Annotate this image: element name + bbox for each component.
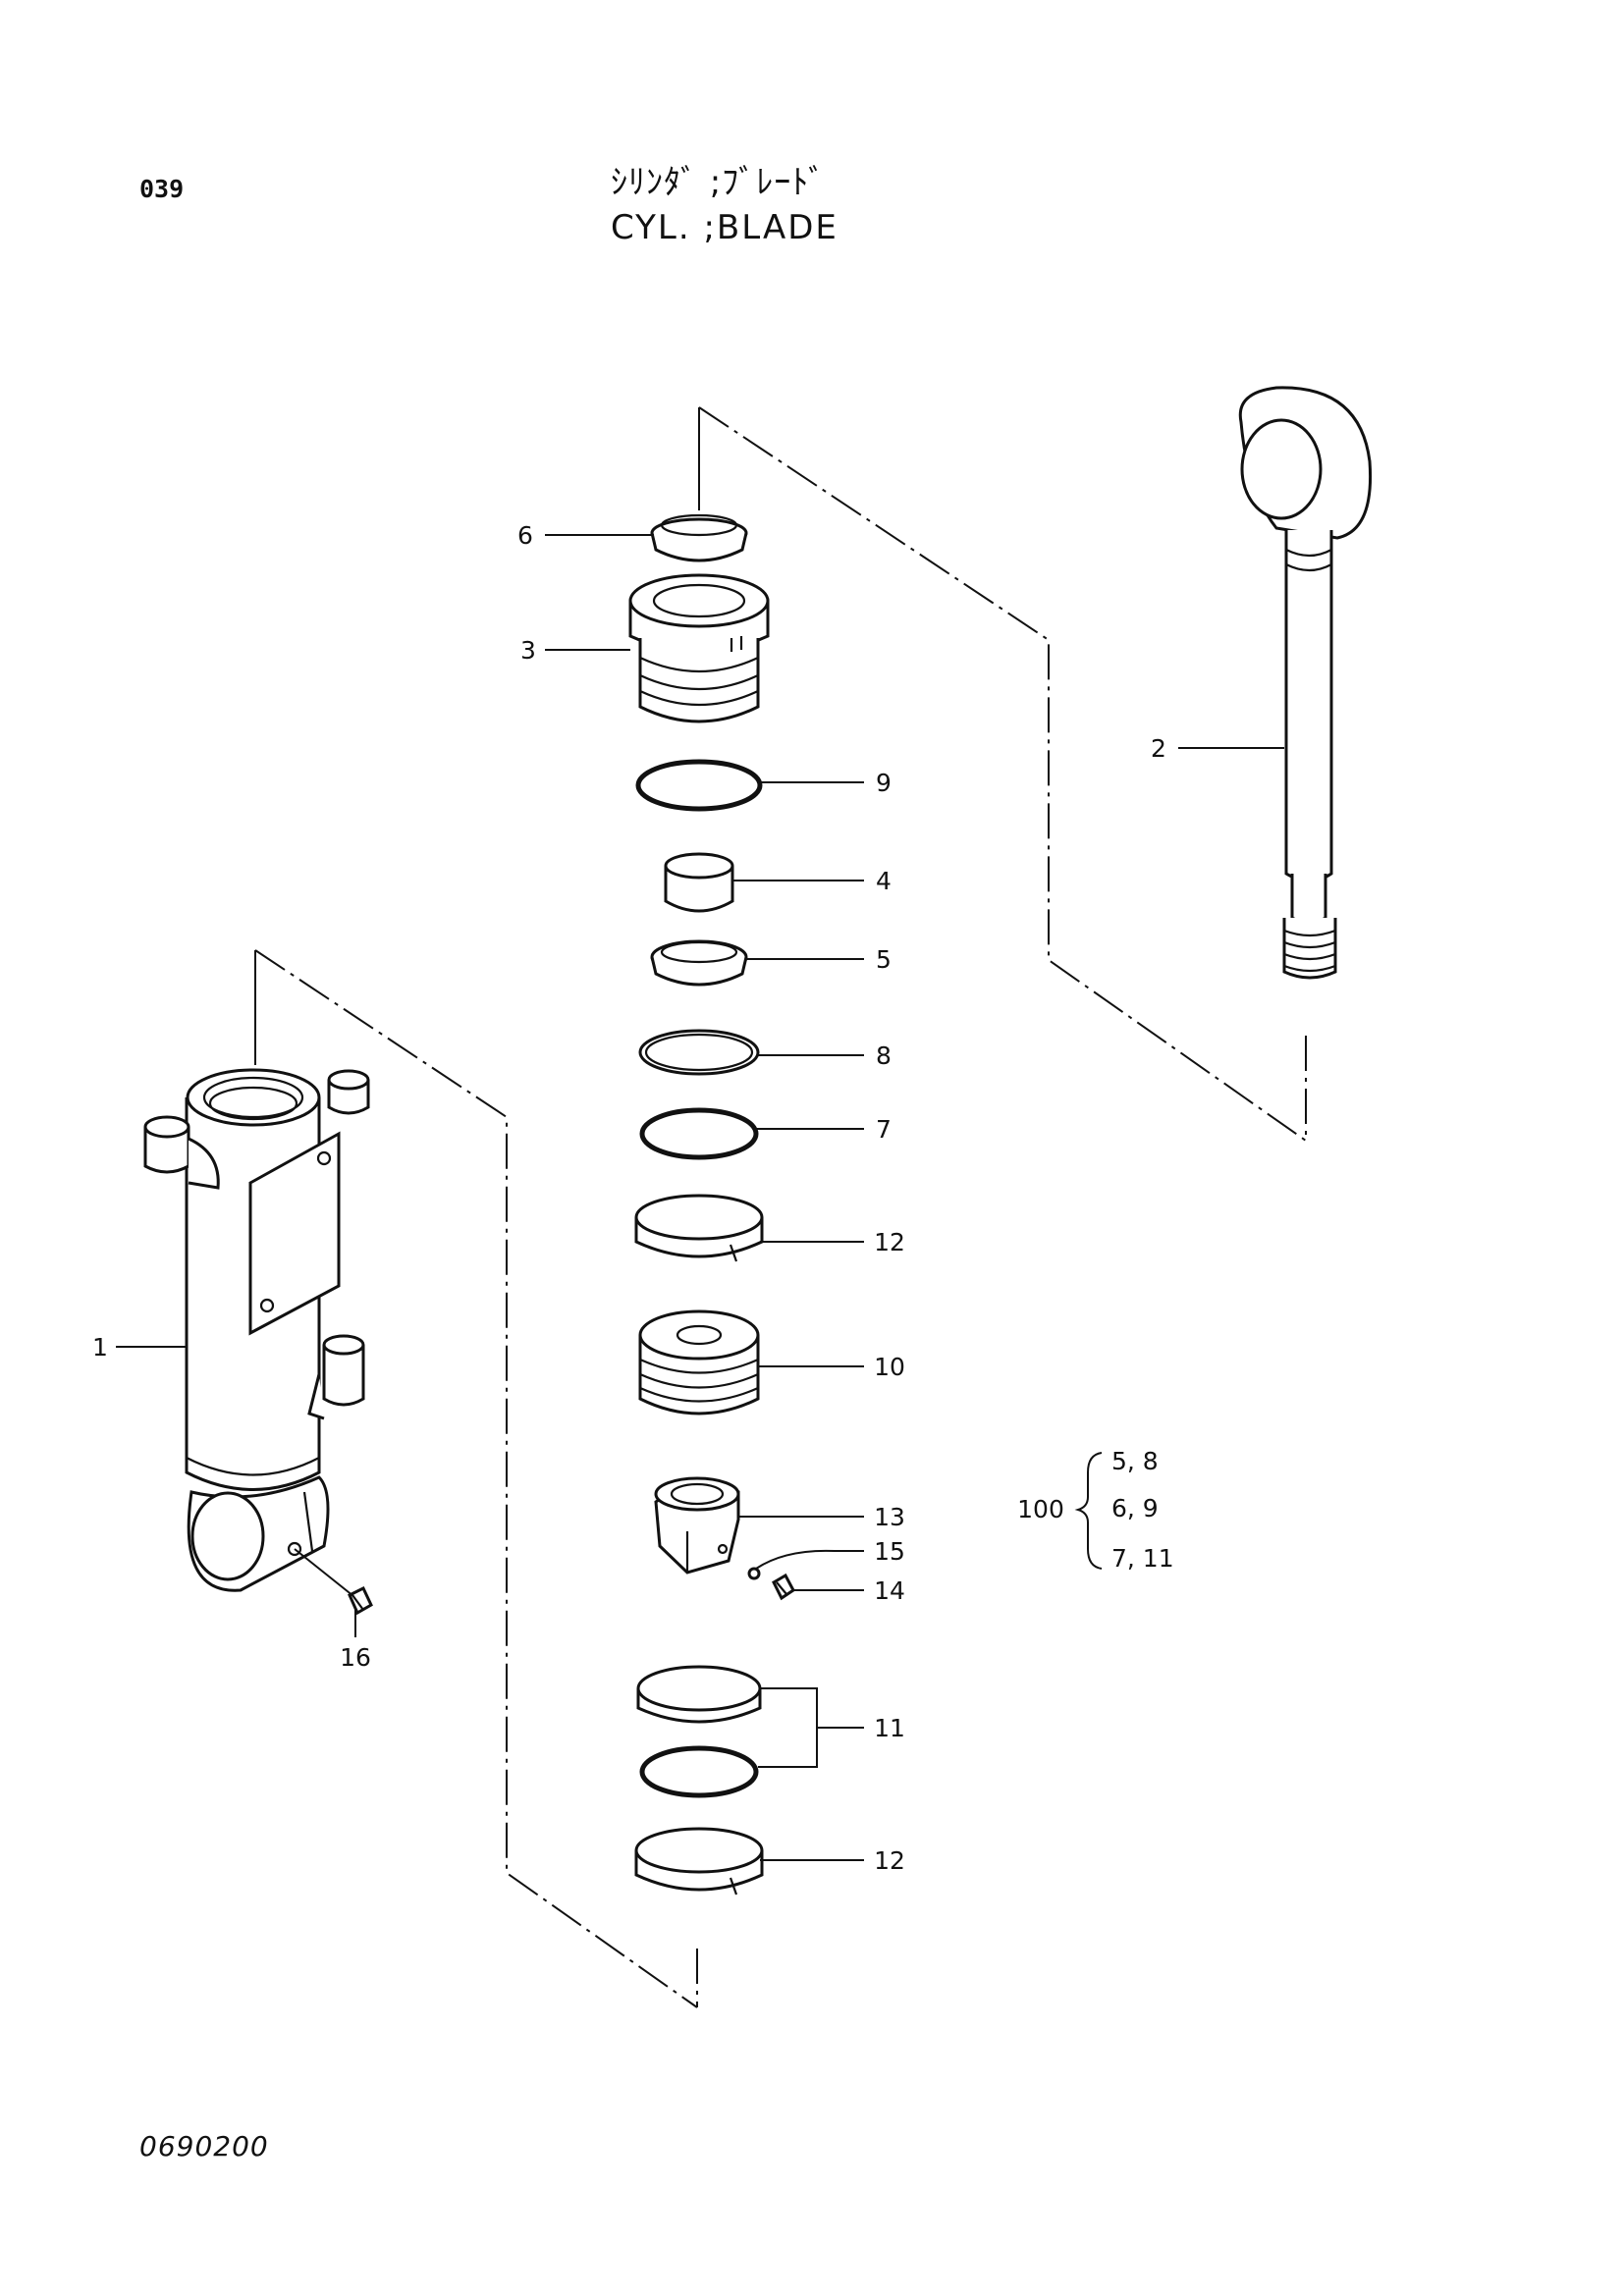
assembly-line-rod xyxy=(698,406,1307,1142)
callout-5: 5 xyxy=(876,945,892,974)
callout-6: 6 xyxy=(517,521,533,550)
callout-12-upper: 12 xyxy=(874,1228,905,1256)
part-7-o-ring[interactable] xyxy=(639,1107,759,1160)
part-15-steel-ball[interactable] xyxy=(747,1567,761,1580)
title-english: CYL. ;BLADE xyxy=(611,208,839,247)
callout-14: 14 xyxy=(874,1576,905,1605)
part-10-piston[interactable] xyxy=(638,1309,760,1415)
callout-2: 2 xyxy=(1151,734,1166,763)
part-2-piston-rod[interactable] xyxy=(1238,386,1373,980)
callout-10: 10 xyxy=(874,1353,905,1381)
part-12-wear-ring-upper[interactable] xyxy=(634,1194,764,1262)
title-japanese: ｼﾘﾝﾀﾞ ;ﾌﾞﾚｰﾄﾞ xyxy=(611,163,827,202)
callout-3: 3 xyxy=(520,636,536,665)
part-4-bushing[interactable] xyxy=(664,852,734,913)
kit-line-1: 5, 8 xyxy=(1111,1447,1159,1475)
kit-line-3: 7, 11 xyxy=(1111,1544,1174,1573)
drawing-code: 0690200 xyxy=(139,2130,269,2163)
kit-line-2: 6, 9 xyxy=(1111,1494,1159,1522)
part-8-backup-ring[interactable] xyxy=(638,1029,760,1076)
callout-4: 4 xyxy=(876,867,892,895)
callout-13: 13 xyxy=(874,1503,905,1531)
callout-11: 11 xyxy=(874,1714,905,1742)
part-1-cylinder-tube[interactable] xyxy=(143,1068,370,1592)
part-12-wear-ring-lower[interactable] xyxy=(634,1827,764,1896)
part-11-piston-seal[interactable] xyxy=(636,1665,762,1798)
assembly-line-tube xyxy=(254,949,698,2008)
part-16-grease-fitting[interactable] xyxy=(348,1585,373,1616)
callout-1: 1 xyxy=(92,1333,108,1362)
callout-12-lower: 12 xyxy=(874,1846,905,1875)
callout-7: 7 xyxy=(876,1115,892,1144)
kit-brace xyxy=(1074,1452,1103,1570)
callout-9: 9 xyxy=(876,769,892,797)
kit-number: 100 xyxy=(1017,1495,1064,1523)
part-5-buffer-ring[interactable] xyxy=(650,939,748,987)
leader-lines xyxy=(116,534,1284,1861)
part-3-rod-cover[interactable] xyxy=(628,573,770,723)
callout-8: 8 xyxy=(876,1041,892,1070)
page-number: 039 xyxy=(139,175,185,203)
part-9-o-ring[interactable] xyxy=(635,759,763,812)
callout-16: 16 xyxy=(340,1643,371,1672)
callout-15: 15 xyxy=(874,1537,905,1566)
kit-100-group: 100 5, 8 6, 9 7, 11 xyxy=(1017,1447,1173,1573)
part-6-dust-seal[interactable] xyxy=(650,513,748,562)
part-14-set-screw[interactable] xyxy=(772,1573,795,1601)
part-13-nut[interactable] xyxy=(654,1476,740,1575)
